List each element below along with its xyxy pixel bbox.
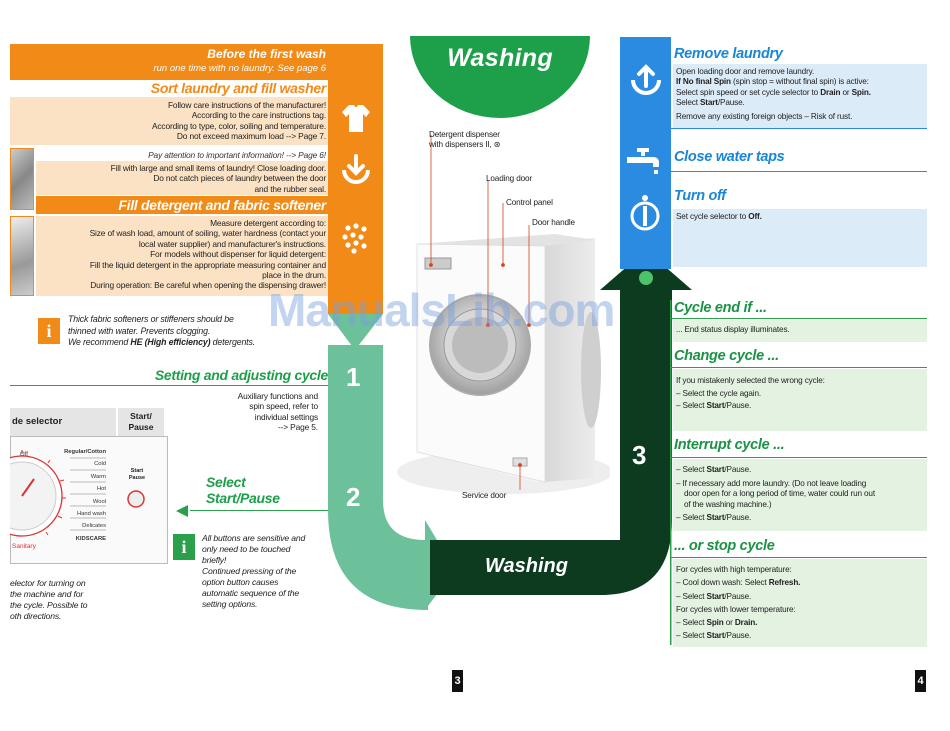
right-green-rule xyxy=(670,300,672,645)
interrupt-cycle-title: Interrupt cycle ... xyxy=(674,437,785,453)
change-cycle-title: Change cycle ... xyxy=(674,348,779,364)
sort-box xyxy=(10,97,328,145)
interrupt-rule xyxy=(671,457,927,459)
attention-text: Pay attention to important information! … xyxy=(148,150,326,160)
change-cycle-text: If you mistakenly selected the wrong cyc… xyxy=(676,376,825,410)
detergent-powder-icon xyxy=(342,223,367,254)
detergent-text: Measure detergent according to:Size of w… xyxy=(89,218,327,291)
fill-text: Fill with large and small items of laund… xyxy=(110,163,327,194)
stop-cycle-title: ... or stop cycle xyxy=(674,538,775,554)
load-down-arrow-icon xyxy=(342,154,370,184)
remove-rule xyxy=(671,128,927,130)
turn-off-title: Turn off xyxy=(674,188,726,204)
service-door-callout: Service door xyxy=(462,491,507,500)
note-text: Thick fabric softeners or stiffeners sho… xyxy=(68,314,256,347)
remove-laundry-box xyxy=(673,64,927,128)
remove-laundry-icon xyxy=(631,64,661,95)
page-number-left: 3 xyxy=(452,670,463,692)
fill-box xyxy=(36,161,328,195)
interrupt-cycle-box xyxy=(673,459,927,531)
control-panel-callout: Control panel xyxy=(506,198,553,207)
dial-off-label: Off xyxy=(20,452,28,458)
info-icon-orange: i xyxy=(38,318,60,344)
taps-rule xyxy=(671,171,927,173)
green-dot xyxy=(639,271,653,285)
turn-off-text: Set cycle selector to Off. xyxy=(676,212,762,221)
step-number-2: 2 xyxy=(346,482,361,512)
start-tab: Start/Pause xyxy=(118,408,164,436)
detergent-box xyxy=(36,216,328,296)
end-rule xyxy=(671,318,927,320)
before-sub: run one time with no laundry. See page 6 xyxy=(153,63,326,74)
cycle-dial xyxy=(10,450,145,537)
cycle-end-text: ... End status display illuminates. xyxy=(676,325,790,334)
turn-off-box xyxy=(673,209,927,267)
dark-green-arrow-head xyxy=(600,250,692,290)
sort-title: Sort laundry and fill washer xyxy=(150,80,327,96)
water-tap-icon xyxy=(627,148,659,174)
stop-cycle-box xyxy=(673,559,927,647)
interrupt-cycle-text: – Select Start/Pause. – If necessary add… xyxy=(676,465,875,522)
remove-laundry-title: Remove laundry xyxy=(674,46,783,62)
selector-label: de selector xyxy=(12,416,63,427)
step-number-3: 3 xyxy=(632,440,647,470)
washing-machine-illustration xyxy=(397,234,610,494)
cycle-end-box xyxy=(673,320,927,342)
change-cycle-box xyxy=(673,369,927,431)
pointer-arrow-icon xyxy=(176,505,188,517)
shirt-icon xyxy=(342,105,370,132)
orange-arrow-tip xyxy=(328,314,383,350)
stop-cycle-text: For cycles with high temperature: – Cool… xyxy=(676,565,801,641)
orange-column xyxy=(328,44,383,314)
dial-sanitary-label: Sanitary xyxy=(12,543,36,550)
setting-rule xyxy=(10,385,328,387)
loading-door-callout: Loading door xyxy=(486,174,533,183)
setting-title: Setting and adjusting cycle xyxy=(154,367,328,383)
page-number-right: 4 xyxy=(915,670,926,692)
dispenser-photo xyxy=(10,216,34,296)
power-off-icon xyxy=(630,195,660,231)
before-title: Before the first wash xyxy=(207,47,326,61)
detergent-banner xyxy=(36,196,328,214)
callout-lines xyxy=(429,135,531,490)
cycle-end-title: Cycle end if ... xyxy=(674,300,767,316)
detergent-title: Fill detergent and fabric softener xyxy=(118,197,326,213)
info-icon-green: i xyxy=(173,534,195,560)
top-washing-dome xyxy=(410,36,590,118)
stop-rule xyxy=(671,557,927,559)
washing-top-title: Washing xyxy=(447,44,553,72)
close-taps-title: Close water taps xyxy=(674,149,785,165)
select-rule xyxy=(190,510,328,512)
laundry-photo xyxy=(10,148,34,210)
selector-tab xyxy=(10,408,116,436)
step-number-1: 1 xyxy=(346,362,361,392)
change-rule xyxy=(671,367,927,369)
watermark: ManualsLib.com xyxy=(268,284,615,336)
sort-text: Follow care instructions of the manufact… xyxy=(151,100,326,142)
door-handle-callout: Door handle xyxy=(532,218,575,227)
remove-laundry-text: Open loading door and remove laundry. If… xyxy=(676,67,871,121)
washing-bottom-title: Washing xyxy=(485,555,568,577)
teal-u-arrow xyxy=(328,345,428,610)
before-first-wash-banner xyxy=(10,44,328,80)
dark-green-band xyxy=(430,290,672,595)
